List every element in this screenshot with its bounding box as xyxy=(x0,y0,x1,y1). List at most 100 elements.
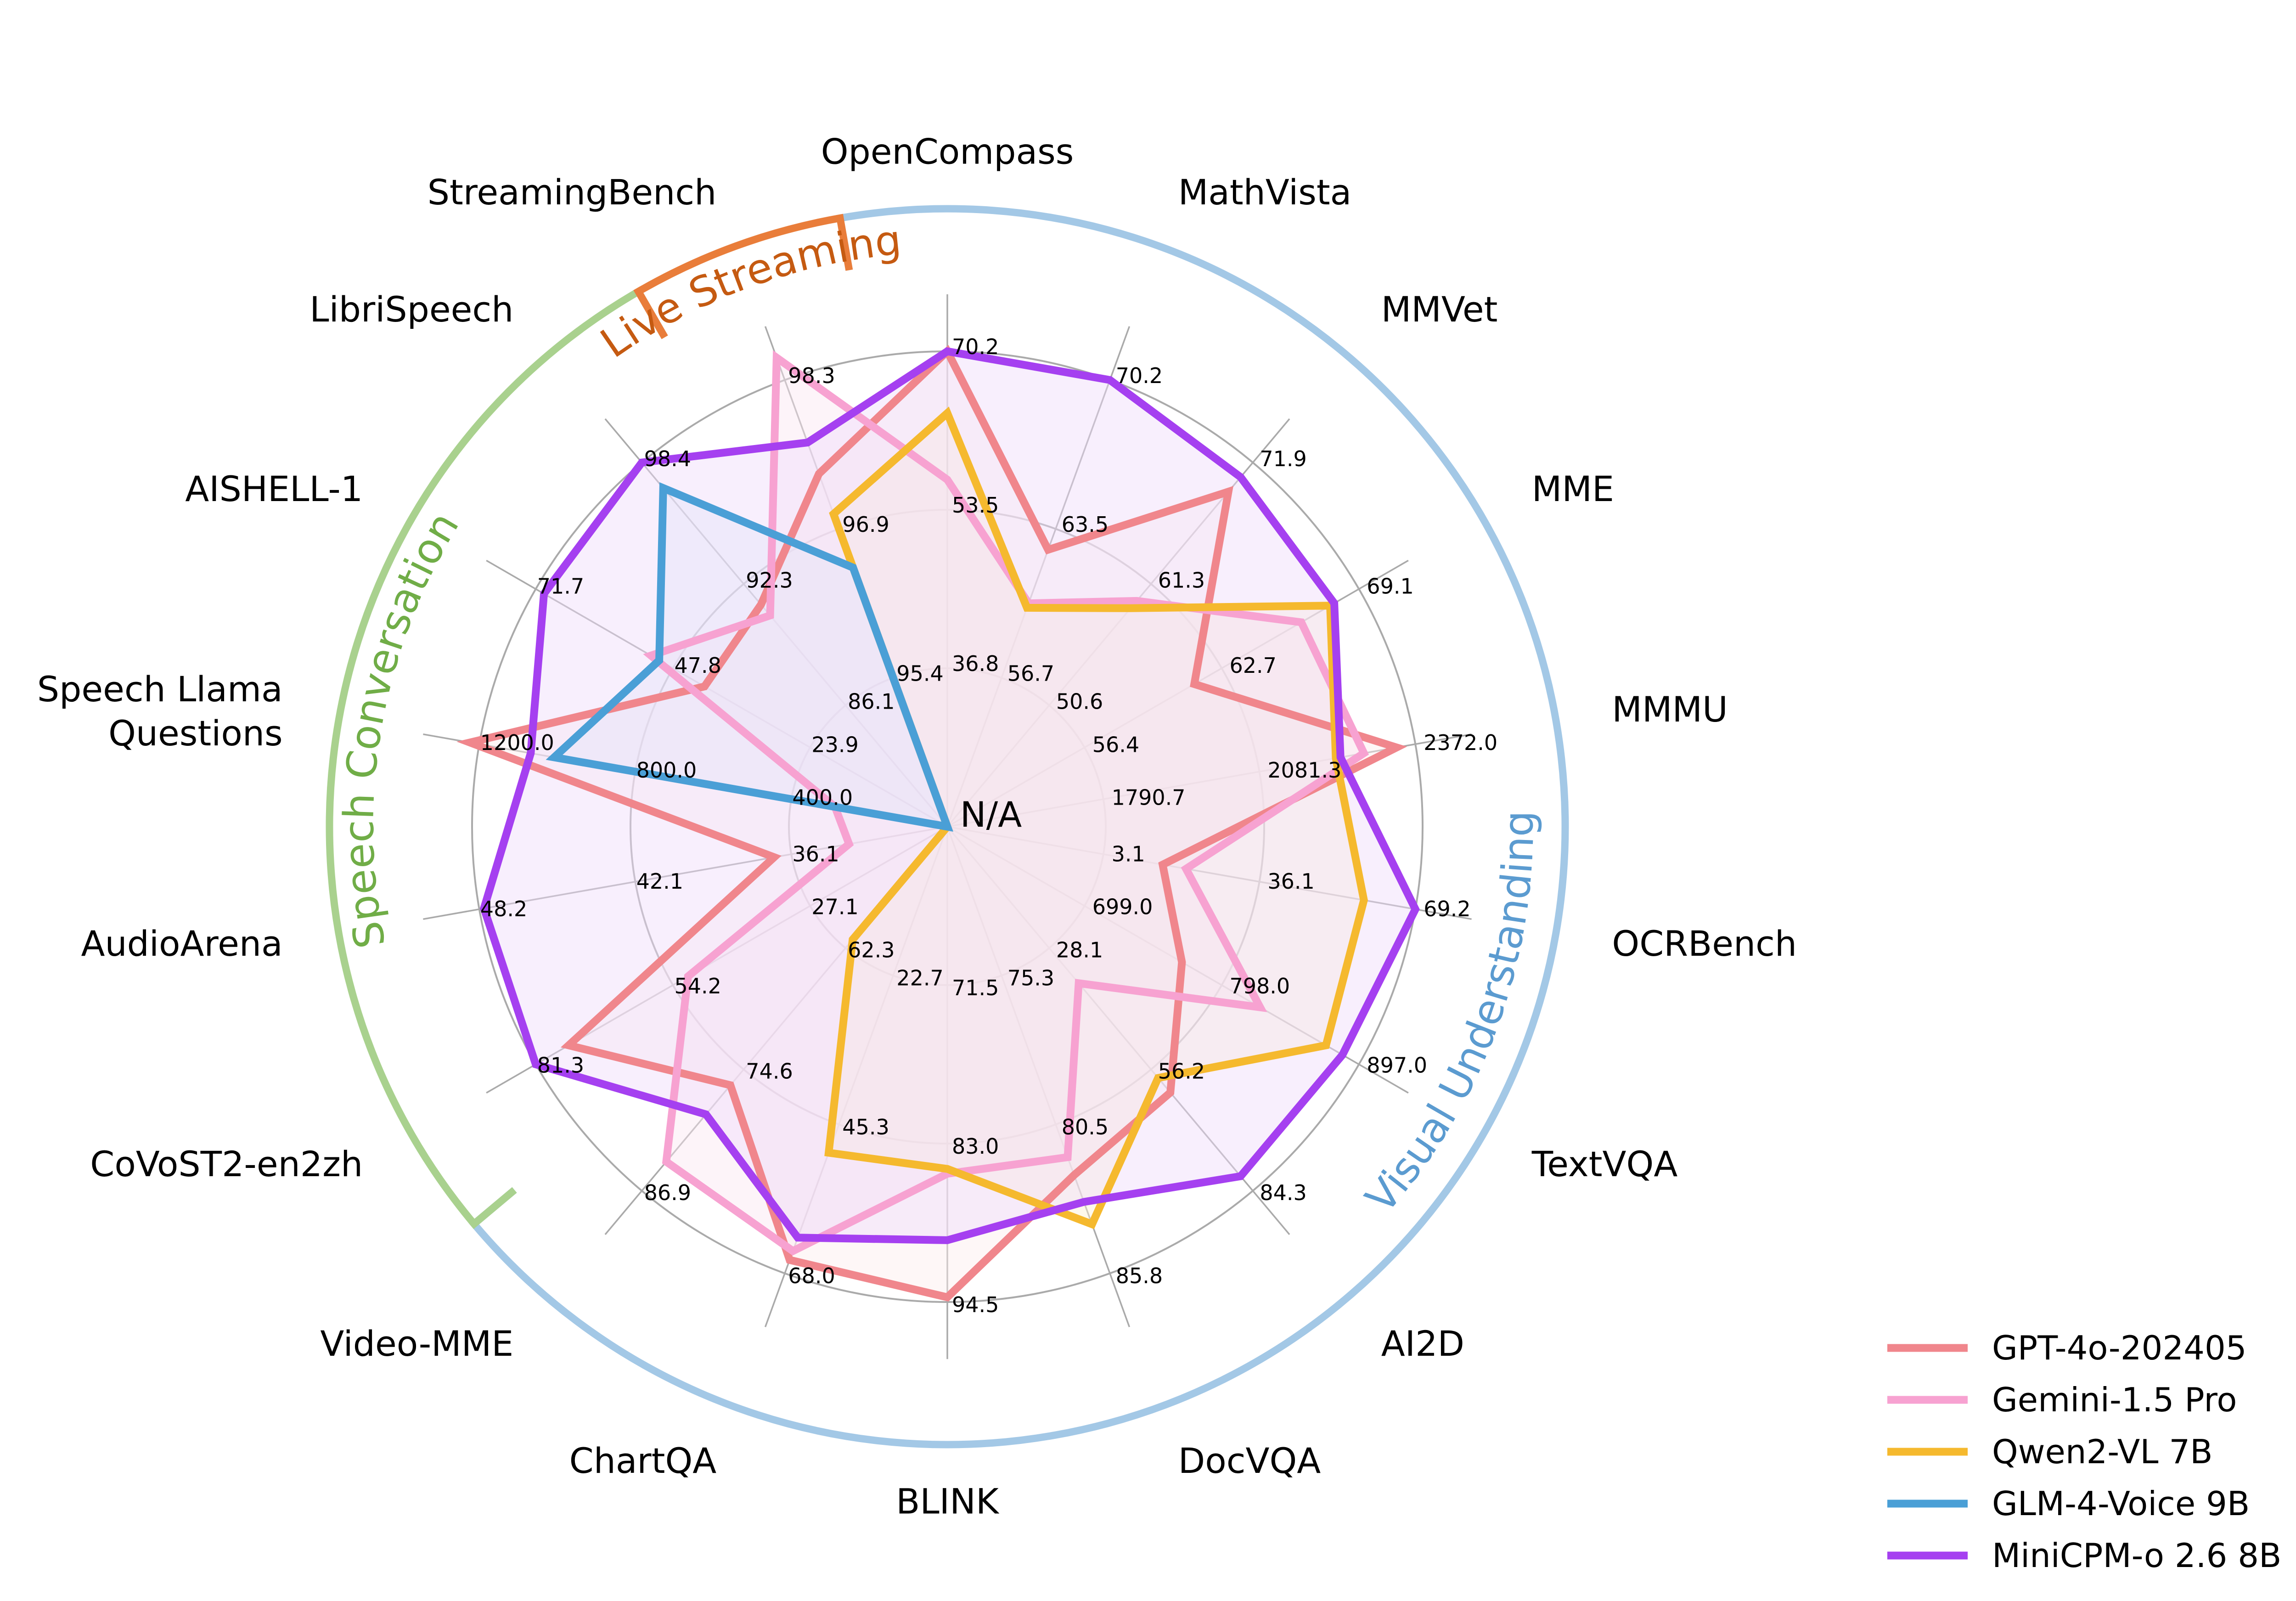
group-arc xyxy=(326,286,668,1229)
series-line xyxy=(479,347,1420,1244)
axis-label: ChartQA xyxy=(569,1440,717,1481)
series-line xyxy=(824,406,1368,1229)
legend-label: Gemini-1.5 Pro xyxy=(1992,1381,2237,1419)
ring-tick-label: 81.3 xyxy=(537,1053,584,1078)
ring-tick-label: 3.1 xyxy=(1112,841,1145,866)
axis-label: MMMU xyxy=(1612,689,1728,730)
grid-spoke xyxy=(946,326,1131,827)
legend-label: GLM-4-Voice 9B xyxy=(1992,1484,2250,1523)
ring-tick-label: 98.3 xyxy=(788,363,835,388)
legend-label: MiniCPM-o 2.6 8B xyxy=(1992,1536,2281,1575)
ring-tick-label: 23.9 xyxy=(811,733,858,757)
ring-tick-label: 96.9 xyxy=(842,512,889,537)
axis-label: Video-MME xyxy=(320,1323,513,1364)
axis-label: CoVoST2-en2zh xyxy=(90,1144,363,1184)
axis-label-line: Questions xyxy=(108,713,283,754)
ring-tick-label: 74.6 xyxy=(746,1059,793,1084)
ring-tick-label: 92.3 xyxy=(746,568,793,592)
series-fill xyxy=(651,357,1364,1251)
grid-spoke xyxy=(947,826,1472,920)
series-lines xyxy=(456,344,1420,1302)
axis-label: MMVet xyxy=(1381,289,1498,330)
ring-tick-label: 1790.7 xyxy=(1112,785,1186,810)
series-line xyxy=(546,482,954,832)
grid-spoke xyxy=(486,559,948,828)
ring-tick-label: 699.0 xyxy=(1092,895,1153,919)
ring-tick-label: 94.5 xyxy=(952,1292,999,1317)
ring-tick-label: 54.2 xyxy=(675,974,721,998)
ring-tick-label: 84.3 xyxy=(1260,1180,1306,1205)
axis-label: AI2D xyxy=(1381,1323,1464,1364)
axis-label: DocVQA xyxy=(1178,1440,1321,1481)
axis-label: MathVista xyxy=(1178,172,1352,213)
ring-tick-label: 798.0 xyxy=(1230,974,1290,998)
group-arc xyxy=(633,214,853,339)
grid-spoke xyxy=(423,826,948,920)
ring-tick-label: 75.3 xyxy=(1007,966,1054,991)
ring-tick-label: 56.4 xyxy=(1092,733,1139,757)
ring-tick-label: 400.0 xyxy=(792,785,853,810)
series-line xyxy=(456,344,1407,1302)
axis-label: TextVQA xyxy=(1531,1144,1678,1184)
ring-tick-label: 22.7 xyxy=(896,966,943,991)
ring-tick-label: 98.4 xyxy=(644,446,691,471)
ring-tick-label: 1200.0 xyxy=(480,730,554,755)
ring-tick-label: 2372.0 xyxy=(1424,730,1497,755)
grid-spoke xyxy=(946,826,1290,1235)
axis-label: AISHELL-1 xyxy=(185,468,363,509)
axis-label: AudioArena xyxy=(81,923,283,964)
series-line xyxy=(643,350,1369,1256)
ring-tick-label: 53.5 xyxy=(952,493,999,518)
ring-tick-label: 70.2 xyxy=(1116,363,1163,388)
ring-tick-label: 36.1 xyxy=(1267,869,1314,894)
ring-tick-label: 95.4 xyxy=(896,661,943,686)
ring-tick-label: 36.8 xyxy=(952,651,999,676)
ring-tick-label: 50.6 xyxy=(1056,689,1103,714)
axis-label: MME xyxy=(1532,468,1614,509)
ring-tick-labels: 36.8 53.5 70.2 56.7 63.5 70.2 50.6 61.3 71.9 56.4… xyxy=(480,334,1497,1317)
ring-tick-label: 2081.3 xyxy=(1267,758,1341,783)
ring-tick-label: 45.3 xyxy=(842,1115,889,1139)
ring-tick-label: 62.7 xyxy=(1230,653,1277,678)
ring-tick-label: 71.9 xyxy=(1260,446,1306,471)
legend-label: GPT-4o-202405 xyxy=(1992,1329,2247,1367)
ring-tick-label: 800.0 xyxy=(636,758,697,783)
legend-label: Qwen2-VL 7B xyxy=(1992,1432,2213,1471)
ring-tick-label: 63.5 xyxy=(1062,512,1109,537)
radar-grid xyxy=(423,294,1472,1359)
ring-tick-label: 56.7 xyxy=(1007,661,1054,686)
series-fill xyxy=(554,488,947,827)
ring-tick-label: 62.3 xyxy=(848,937,895,962)
axis-label: OCRBench xyxy=(1612,923,1797,964)
ring-tick-label: 86.1 xyxy=(848,689,895,714)
axis-label-line: Speech Llama xyxy=(37,669,283,710)
axis-label: LibriSpeech xyxy=(310,289,513,330)
grid-spoke xyxy=(946,826,1131,1327)
group-label-path: Speech Conversation xyxy=(335,504,468,952)
ring-tick-label: 27.1 xyxy=(811,895,858,919)
ring-tick-label: 56.2 xyxy=(1158,1059,1205,1084)
ring-tick-label: 28.1 xyxy=(1056,937,1103,962)
ring-tick-label: 68.0 xyxy=(788,1263,835,1288)
ring-tick-label: 36.1 xyxy=(792,841,839,866)
group-arc xyxy=(469,205,1569,1449)
axis-label: BLINK xyxy=(896,1481,1000,1522)
series-fills xyxy=(470,351,1416,1297)
ring-tick-label: 86.9 xyxy=(644,1180,691,1205)
axis-label: OpenCompass xyxy=(821,131,1074,172)
ring-tick-label: 48.2 xyxy=(480,896,527,921)
ring-tick-label: 61.3 xyxy=(1158,568,1205,592)
grid-spoke xyxy=(764,826,948,1327)
ring-tick-label: 71.5 xyxy=(952,975,999,1000)
ring-tick-label: 47.8 xyxy=(675,653,721,678)
axis-label: StreamingBench xyxy=(428,172,717,213)
group-label: Speech Conversation xyxy=(335,504,468,952)
ring-tick-label: 83.0 xyxy=(952,1134,999,1159)
ring-tick-label: 70.2 xyxy=(952,334,999,359)
ring-tick-label: 69.2 xyxy=(1424,896,1470,921)
ring-tick-label: 71.7 xyxy=(537,574,584,599)
grid-spoke xyxy=(486,826,948,1094)
